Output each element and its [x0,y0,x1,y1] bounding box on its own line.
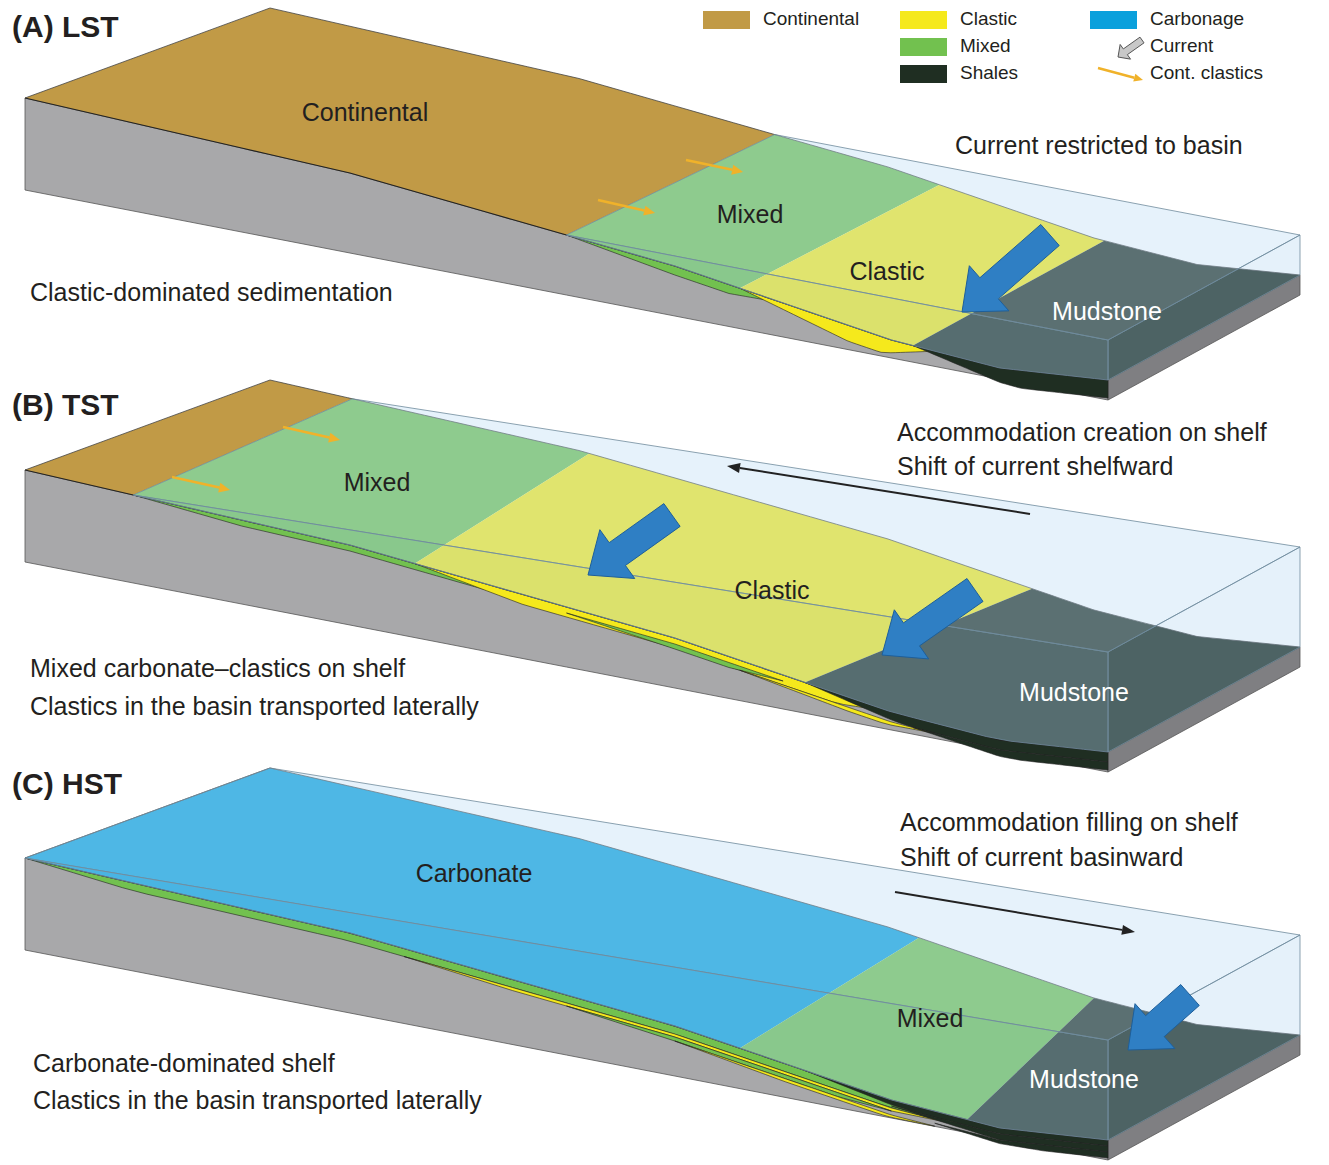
legend-text: Current [1150,35,1213,58]
block-panel [25,380,1300,772]
continental-clastics-arrow [283,427,329,438]
block-panel [25,8,1300,400]
note-text: Shift of current shelfward [897,451,1174,481]
zone-label: Continental [302,98,428,126]
legend-swatch [900,65,947,83]
facies-zone-label-box: Clastic [728,573,815,607]
zone-label: Carbonate [416,859,533,887]
facies-zone-label-box: Mixed [338,465,417,499]
note-text: Clastics in the basin transported latera… [33,1085,482,1115]
continental-clastics-arrow [686,160,732,170]
zone-label: Mixed [344,468,411,496]
legend-text: Mixed [960,35,1011,58]
facies-zone-label-box: Continental [296,95,434,129]
water-end [1108,547,1300,752]
note-text: Clastics in the basin transported latera… [30,691,479,721]
shift-arrow-head [1121,925,1135,935]
legend-text: Carbonage [1150,8,1244,31]
shift-arrow-head [727,463,741,473]
continental-clastics-arrow-head [643,206,655,216]
legend-current-icon [1118,37,1144,59]
zone-label: Mudstone [1019,678,1129,706]
note-text: Shift of current basinward [900,842,1183,872]
facies-zone-label-box: Mixed [711,197,790,231]
note-text: Current restricted to basin [955,130,1243,160]
note-text: Clastic-dominated sedimentation [30,277,393,307]
note-text: Accommodation creation on shelf [897,417,1267,447]
facies-zone-label-box: Mudstone [1013,675,1135,709]
zone-label: Mudstone [1029,1065,1139,1093]
note-text: Carbonate-dominated shelf [33,1048,335,1078]
panel-heading: (A) LST [12,9,119,45]
zone-label: Mixed [717,200,784,228]
legend-icons [1098,37,1144,81]
block-panel [25,768,1300,1160]
zone-label: Mixed [897,1004,964,1032]
panel-heading: (B) TST [12,387,119,423]
legend-swatch [900,38,947,56]
legend-swatch [900,11,947,29]
legend-text: Clastic [960,8,1017,31]
continental-clastics-arrow-head [218,483,230,493]
note-text: Mixed carbonate–clastics on shelf [30,653,405,683]
shift-arrow [895,892,1122,930]
zone-label: Clastic [734,576,809,604]
legend-text: Shales [960,62,1018,85]
facies-zone-label-box: Clastic [843,254,930,288]
water-end [1108,935,1300,1140]
current-arrow [882,579,983,659]
note-text: Accommodation filling on shelf [900,807,1238,837]
legend-text: Continental [763,8,859,31]
current-arrow [1128,985,1199,1050]
zone-label: Mudstone [1052,297,1162,325]
facies-zone-label-box: Mixed [891,1001,970,1035]
continental-clastics-arrow-head [731,165,743,175]
facies-zone-label-box: Mudstone [1023,1062,1145,1096]
current-arrow [962,224,1059,312]
legend-swatch [1090,11,1137,29]
current-arrow [588,504,680,579]
continental-clastics-arrow-head [328,433,340,443]
continental-clastics-arrow [598,200,644,211]
facies-zone-label-box: Mudstone [1046,294,1168,328]
facies-zone-label-box: Carbonate [410,856,539,890]
legend-clastics-icon-head [1133,74,1143,82]
panel-heading: (C) HST [12,766,122,802]
legend-text: Cont. clastics [1150,62,1263,85]
legend-clastics-icon [1098,68,1134,78]
legend-swatch [703,11,750,29]
zone-label: Clastic [849,257,924,285]
continental-clastics-arrow [172,477,219,488]
